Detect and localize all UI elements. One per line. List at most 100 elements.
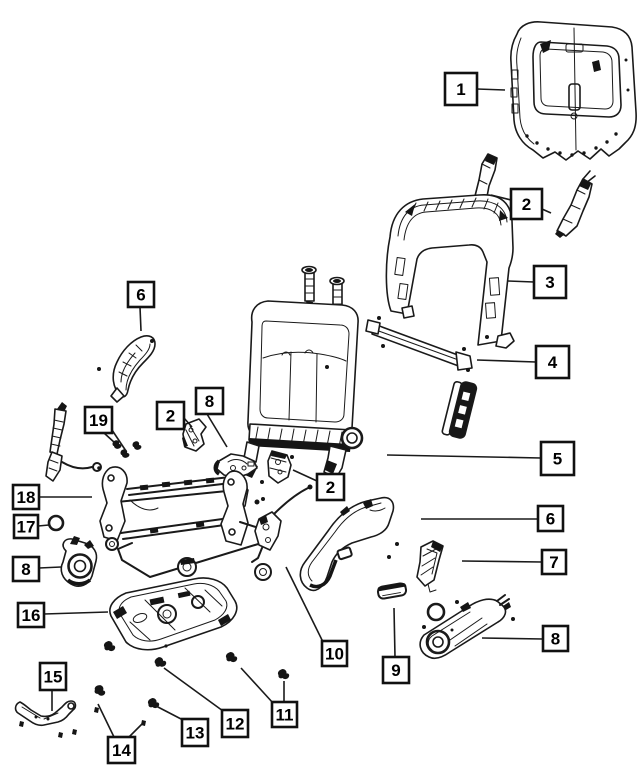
callout-leader-line	[111, 429, 127, 452]
callout-3[interactable]: 3	[507, 264, 568, 300]
callout-leader-line	[155, 705, 184, 721]
callout-number: 8	[551, 630, 560, 649]
screw-dots	[97, 367, 515, 648]
part-seatback-frame-upper	[385, 194, 515, 349]
callout-box[interactable]	[180, 717, 210, 748]
callout-6[interactable]: 6	[421, 504, 565, 533]
callout-number: 16	[22, 606, 41, 625]
callout-number: 6	[136, 286, 145, 305]
callout-leader-line	[507, 280, 535, 283]
callout-17[interactable]: 17	[12, 513, 50, 540]
callout-18[interactable]: 18	[11, 483, 92, 511]
callout-leader-line	[103, 432, 116, 444]
callout-box[interactable]	[443, 71, 479, 107]
callout-leader-line	[183, 417, 193, 428]
callout-box[interactable]	[126, 280, 156, 309]
callout-6[interactable]: 6	[126, 280, 156, 332]
callout-16[interactable]: 16	[16, 601, 109, 629]
part-crossbar	[365, 316, 489, 372]
callout-number: 11	[276, 706, 294, 725]
callout-number: 3	[545, 273, 554, 292]
part-side-bolster-bracket-right	[555, 170, 596, 238]
callout-leader-line	[163, 667, 224, 712]
callout-7[interactable]: 7	[461, 548, 568, 576]
callout-box[interactable]	[315, 472, 346, 502]
callout-box[interactable]	[536, 504, 565, 533]
callout-10[interactable]: 10	[285, 566, 349, 668]
callout-box[interactable]	[540, 548, 568, 576]
callout-1[interactable]: 1	[443, 71, 506, 107]
callout-number: 5	[553, 450, 562, 469]
callout-number: 8	[205, 392, 214, 411]
callout-box[interactable]	[16, 601, 46, 629]
callout-box[interactable]	[155, 400, 186, 431]
callout-number: 1	[456, 80, 465, 99]
callout-2[interactable]: 2	[292, 469, 346, 502]
callout-box[interactable]	[539, 440, 576, 477]
callout-leader-line	[206, 413, 228, 448]
callout-leader-line	[139, 306, 142, 332]
part-seatback-frame-inner	[240, 300, 364, 479]
callout-leader-line	[292, 469, 318, 482]
callout-leader-line	[240, 667, 274, 704]
part-recliner-handle-round	[60, 536, 98, 587]
callout-13[interactable]: 13	[155, 705, 210, 748]
callout-leader-line	[43, 611, 109, 615]
callout-box[interactable]	[11, 555, 41, 583]
callout-8[interactable]: 8	[194, 386, 228, 448]
callout-number: 17	[17, 518, 36, 537]
callout-11[interactable]: 11	[240, 667, 299, 729]
callout-box[interactable]	[106, 735, 137, 765]
callout-number: 9	[391, 661, 400, 680]
retainer-clips-bottom	[94, 641, 290, 726]
callout-box[interactable]	[83, 405, 114, 435]
callout-box[interactable]	[541, 624, 570, 653]
callout-8[interactable]: 8	[481, 624, 570, 653]
callout-leader-line	[476, 359, 537, 363]
callout-8[interactable]: 8	[11, 555, 62, 583]
callout-number: 4	[548, 353, 558, 372]
callout-box[interactable]	[320, 639, 349, 668]
callout-leader-line	[386, 454, 542, 459]
callout-12[interactable]: 12	[163, 667, 250, 739]
callout-number: 19	[89, 411, 108, 430]
callout-number: 18	[17, 488, 36, 507]
callout-box[interactable]	[12, 513, 40, 540]
part-seatback-panel	[510, 21, 637, 161]
callout-leader-line	[38, 566, 62, 569]
callout-2[interactable]: 2	[490, 187, 552, 221]
callout-box[interactable]	[509, 187, 544, 221]
callout-box[interactable]	[534, 344, 571, 380]
callout-box[interactable]	[532, 264, 568, 300]
callout-9[interactable]: 9	[381, 607, 411, 685]
callout-box[interactable]	[194, 386, 225, 416]
part-side-shield	[299, 496, 395, 592]
part-headrest-guide-strap	[110, 335, 156, 403]
callout-number: 2	[522, 195, 531, 214]
part-pivot-bracket	[182, 418, 207, 452]
callout-15[interactable]: 15	[38, 661, 68, 711]
callout-5[interactable]: 5	[386, 440, 576, 477]
part-floor-bracket	[14, 700, 77, 738]
callout-box[interactable]	[38, 661, 68, 692]
callout-box[interactable]	[381, 655, 411, 685]
callout-leader-line	[37, 524, 50, 527]
callout-box[interactable]	[11, 483, 41, 511]
callout-box[interactable]	[220, 708, 250, 739]
callout-19[interactable]: 19	[83, 405, 127, 452]
part-seat-belt-buckle	[45, 402, 102, 482]
callout-box[interactable]	[270, 700, 299, 729]
callout-4[interactable]: 4	[476, 344, 571, 380]
part-cushion-pan	[109, 577, 238, 651]
callout-number: 12	[226, 715, 245, 734]
callout-number: 15	[44, 668, 63, 687]
callout-number: 14	[112, 741, 131, 760]
part-adjust-handle	[376, 582, 408, 600]
callout-14[interactable]: 14	[97, 703, 143, 765]
callout-leader-line	[481, 637, 544, 640]
callout-number: 6	[546, 510, 555, 529]
part-recliner-trim-strip	[441, 380, 478, 439]
callout-2[interactable]: 2	[155, 400, 193, 431]
